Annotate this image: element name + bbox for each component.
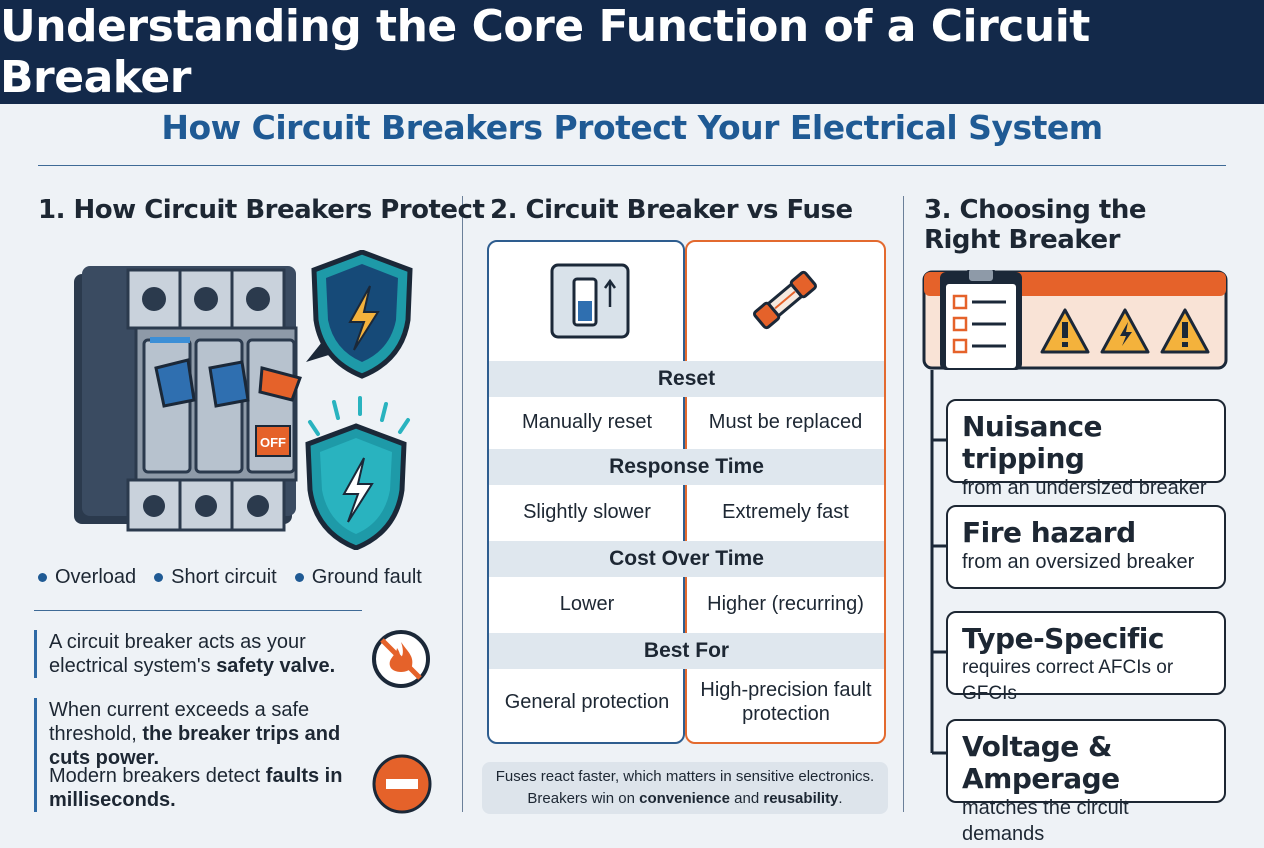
bullet-dot-icon	[294, 573, 304, 582]
bullet-overload: Overload	[38, 566, 136, 589]
title-banner: Understanding the Core Function of a Cir…	[0, 0, 1264, 104]
card-voltage-amperage: Voltage & Amperage matches the circuit d…	[946, 719, 1226, 845]
card-title: Type-Specific	[962, 622, 1164, 655]
bullet-label: Ground fault	[311, 566, 422, 588]
breaker-illustration: OFF	[74, 250, 413, 550]
fuse-cost: Higher (recurring)	[707, 593, 864, 615]
breaker-best-for: General protection	[504, 691, 670, 713]
text-bold: convenience	[639, 790, 730, 807]
breaker-switch-icon	[550, 263, 630, 339]
fuse-best-for: High-precision fault protection	[700, 679, 872, 725]
text-milliseconds: Modern breakers detect faults in millise…	[34, 764, 349, 812]
column-divider-2	[903, 196, 904, 812]
bullet-ground-fault: Ground fault	[294, 566, 422, 589]
card-subtitle: matches the circuit demands	[962, 797, 1129, 845]
column-3-title: 3. Choosing the Right Breaker	[924, 195, 1146, 255]
card-type-specific: Type-Specific requires correct AFCIs or …	[946, 611, 1226, 704]
col1-divider	[34, 610, 362, 611]
stop-icon	[372, 754, 432, 814]
text-bold: the breaker trips and cuts power.	[49, 723, 341, 769]
text-part: and	[730, 790, 764, 807]
connector-lines	[930, 370, 948, 755]
card-subtitle: requires correct AFCIs or GFCIs	[962, 657, 1174, 704]
shield-lightning-icon-2	[305, 396, 410, 550]
text-bold: reusability	[763, 790, 839, 807]
breaker-cost: Lower	[559, 593, 615, 615]
text-part: When current exceeds a safe threshold,	[49, 699, 310, 745]
card-title: Voltage & Amperage	[962, 730, 1120, 795]
fuse-response: Extremely fast	[722, 501, 849, 523]
row-header-response-time: Response Time	[489, 449, 884, 485]
text-part: Modern breakers detect	[49, 765, 266, 787]
column-divider-1	[462, 196, 463, 812]
text-part: A circuit breaker acts as your electrica…	[49, 631, 306, 677]
card-title: Fire hazard	[962, 516, 1136, 549]
text-breaker-trips: When current exceeds a safe threshold, t…	[34, 698, 379, 770]
text-safety-valve: A circuit breaker acts as your electrica…	[34, 630, 379, 678]
circuit-breaker-icon: OFF	[74, 266, 302, 532]
bullet-label: Short circuit	[171, 566, 277, 588]
fuse-reset: Must be replaced	[708, 411, 863, 433]
row-header-reset: Reset	[489, 361, 884, 397]
note-line-1: Fuses react faster, which matters in sen…	[495, 768, 875, 785]
text-bold: faults in milliseconds.	[49, 765, 343, 811]
row-header-cost: Cost Over Time	[489, 541, 884, 577]
card-nuisance-tripping: Nuisance tripping from an undersized bre…	[946, 399, 1226, 499]
fuse-icon	[753, 270, 817, 330]
breaker-reset: Manually reset	[521, 411, 653, 433]
breaker-response: Slightly slower	[523, 501, 651, 523]
text-part: .	[838, 790, 843, 807]
no-fire-icon	[372, 630, 430, 688]
page-subtitle: How Circuit Breakers Protect Your Electr…	[161, 108, 1103, 147]
checklist-warning-banner	[922, 270, 1228, 370]
column-1-title: 1. How Circuit Breakers Protect	[38, 195, 485, 225]
card-fire-hazard: Fire hazard from an oversized breaker	[946, 505, 1226, 589]
comparison-note: Fuses react faster, which matters in sen…	[482, 762, 888, 814]
card-subtitle: from an oversized breaker	[962, 551, 1195, 573]
note-line-2: Breakers win on convenience and reusabil…	[482, 788, 888, 810]
column-2-title: 2. Circuit Breaker vs Fuse	[490, 195, 853, 225]
text-bold: safety valve.	[216, 655, 336, 677]
bullet-short-circuit: Short circuit	[154, 566, 277, 589]
row-header-best-for: Best For	[489, 633, 884, 669]
card-title: Nuisance tripping	[962, 410, 1103, 475]
clipboard-icon	[940, 270, 1022, 370]
bullet-dot-icon	[154, 573, 164, 582]
protection-types: Overload Short circuit Ground fault	[38, 566, 422, 589]
bullet-label: Overload	[55, 566, 137, 588]
shield-lightning-icon	[306, 250, 413, 379]
text-part: Breakers win on	[527, 790, 640, 807]
bullet-dot-icon	[38, 573, 47, 582]
off-label: OFF	[260, 435, 286, 450]
header-divider	[38, 165, 1226, 166]
card-subtitle: from an undersized breaker	[962, 477, 1207, 499]
page-title: Understanding the Core Function of a Cir…	[0, 1, 1090, 103]
